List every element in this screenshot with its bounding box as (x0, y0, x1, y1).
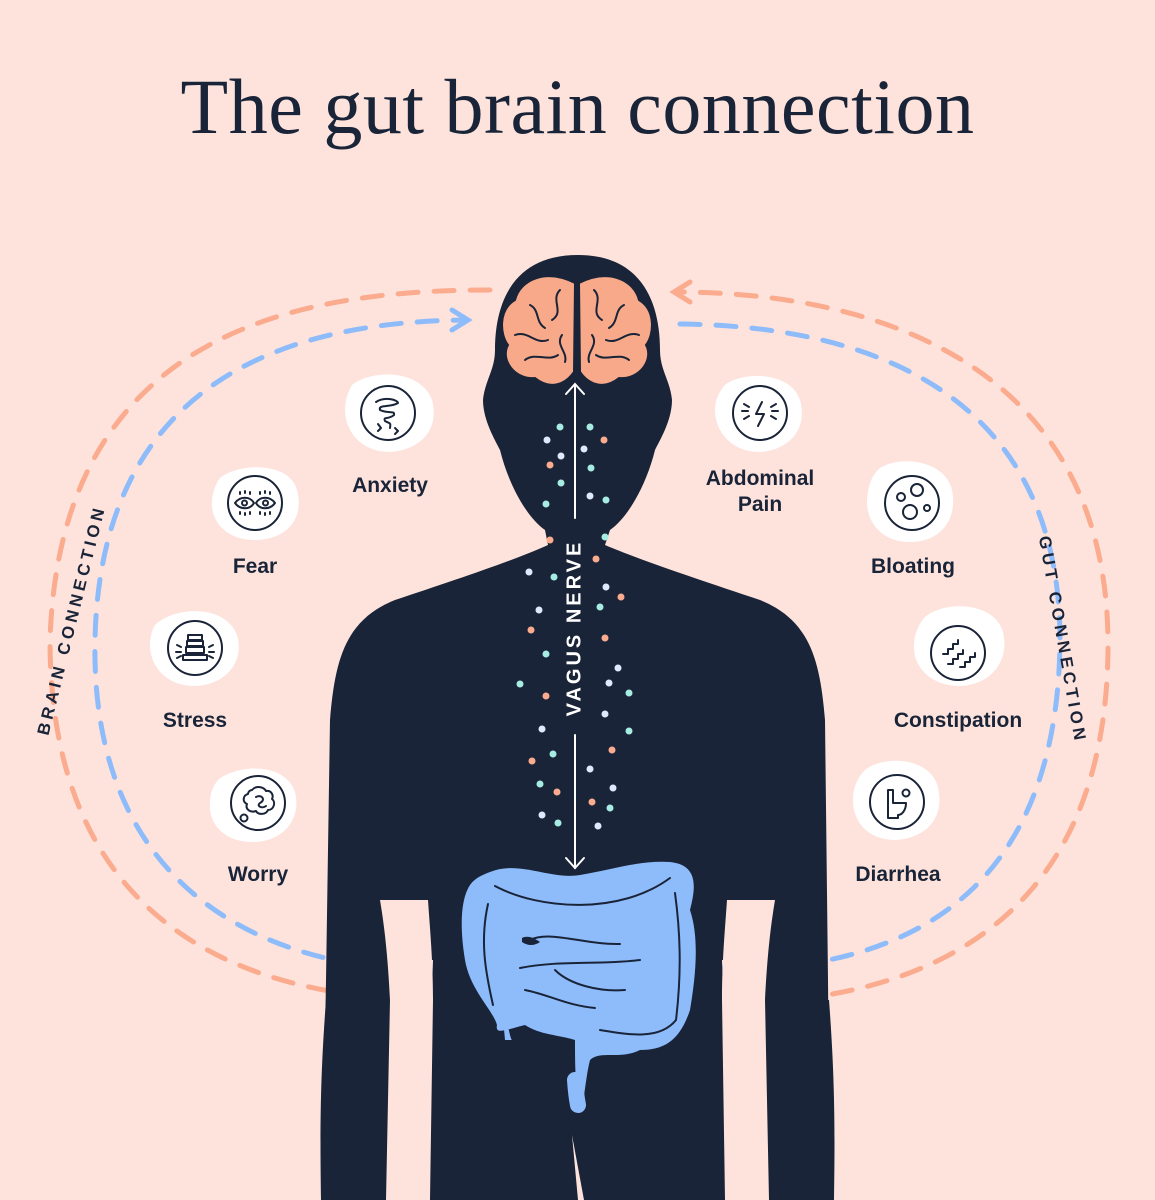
page-title: The gut brain connection (180, 63, 975, 150)
hands (320, 1000, 835, 1200)
vagus-nerve-arrow (565, 382, 585, 870)
lightning-pain-icon (732, 385, 788, 441)
gut-to-brain-arrow-blue (92, 307, 473, 973)
bubbles-icon (884, 475, 940, 531)
symptom-label-diarrhea: Diarrhea (855, 863, 941, 886)
vagus-nerve-label: VAGUS NERVE (563, 539, 586, 717)
eyes-icon (227, 475, 283, 531)
brain-illustration (501, 275, 653, 386)
symptom-label-worry: Worry (227, 863, 289, 886)
tornado-icon (360, 385, 416, 441)
nerve-signal-dots (516, 423, 633, 830)
thought-bubble-icon (230, 775, 286, 831)
human-silhouette (322, 255, 830, 1200)
gut-to-brain-arrow-salmon (669, 279, 1111, 1006)
symptom-label-fear: Fear (232, 555, 278, 578)
symptom-label-anxiety: Anxiety (352, 474, 428, 497)
zigzag-stairs-icon (930, 625, 986, 681)
symptom-label-bloating: Bloating (871, 555, 955, 578)
arm-gaps (380, 900, 775, 1200)
toilet-icon (869, 774, 925, 830)
symptom-label-constipation: Constipation (893, 709, 1023, 732)
intestine-illustration (461, 861, 696, 1113)
icon-blobs (150, 374, 1005, 842)
stacked-stones-icon (167, 620, 223, 676)
symptom-label-stress: Stress (162, 709, 228, 732)
